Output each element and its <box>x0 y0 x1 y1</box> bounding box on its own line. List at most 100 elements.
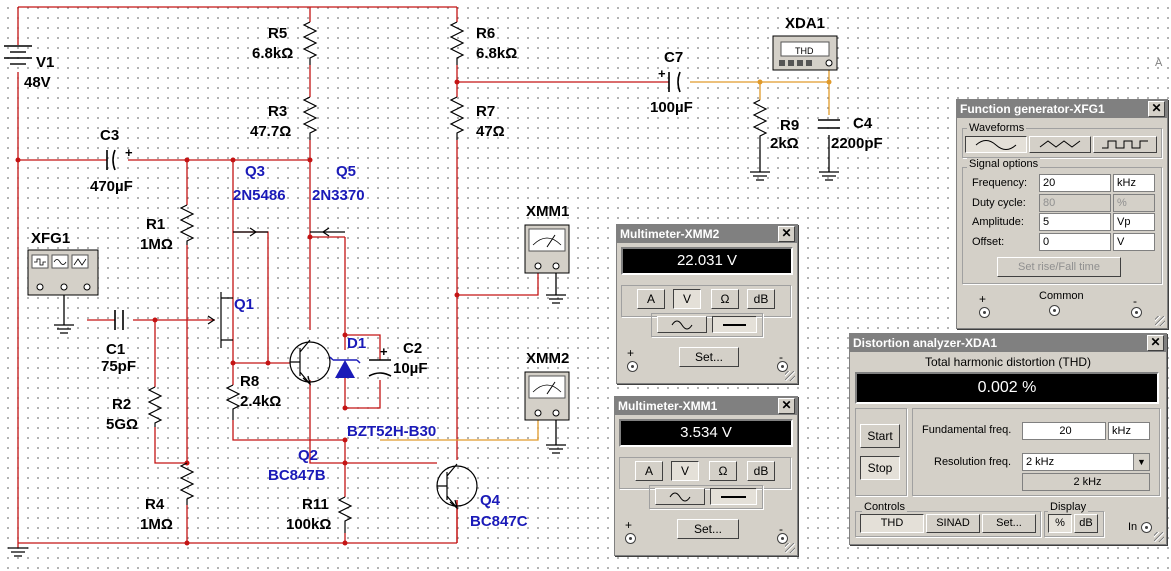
xfg1-name-label: XFG1 <box>31 230 70 247</box>
mode-ohm-button[interactable]: Ω <box>711 289 739 309</box>
r4-symbol <box>179 462 195 505</box>
distortion-analyzer-window[interactable]: Distortion analyzer-XDA1 ✕ Total harmoni… <box>849 333 1167 545</box>
mode-db-button[interactable]: dB <box>747 461 775 481</box>
r6-name-label: R6 <box>476 25 495 42</box>
multimeter-xmm1-window[interactable]: Multimeter-XMM1 ✕ 3.534 V A V Ω dB Set..… <box>614 396 798 556</box>
xfg1-instrument-icon <box>27 249 99 296</box>
close-icon[interactable]: ✕ <box>778 398 795 414</box>
offset-input[interactable]: 0 <box>1039 233 1111 251</box>
distortion-analyzer-titlebar[interactable]: Distortion analyzer-XDA1 ✕ <box>850 334 1166 352</box>
resize-grip[interactable] <box>1155 316 1165 326</box>
minus-terminal[interactable] <box>1131 307 1142 318</box>
fundamental-frequency-input[interactable]: 20 <box>1022 422 1106 440</box>
c1-symbol <box>114 310 124 330</box>
offset-unit-field[interactable]: V <box>1113 233 1155 251</box>
mode-db-button[interactable]: dB <box>747 289 775 309</box>
r9-name-label: R9 <box>780 117 799 134</box>
mode-v-button[interactable]: V <box>671 461 699 481</box>
signal-type-group <box>651 313 763 337</box>
q3-name-label: Q3 <box>245 163 265 180</box>
q3-model-label: 2N5486 <box>233 187 286 204</box>
mode-v-button[interactable]: V <box>673 289 701 309</box>
close-icon[interactable]: ✕ <box>1147 335 1164 351</box>
ac-mode-button[interactable] <box>655 488 705 505</box>
chevron-down-icon[interactable]: ▼ <box>1133 454 1149 470</box>
frequency-unit-field[interactable]: kHz <box>1113 174 1155 192</box>
dc-mode-button[interactable] <box>710 488 757 505</box>
settings-button[interactable]: Set... <box>677 519 739 539</box>
d1-name-label: D1 <box>347 335 366 352</box>
sine-wave-icon <box>975 140 1017 150</box>
amplitude-input[interactable]: 5 <box>1039 213 1111 231</box>
settings-button[interactable]: Set... <box>679 347 739 367</box>
multimeter-xmm2-window[interactable]: Multimeter-XMM2 ✕ 22.031 V A V Ω dB Set.… <box>616 224 798 384</box>
frequency-settings-group <box>912 408 1160 496</box>
settings-button[interactable]: Set... <box>982 514 1036 533</box>
sine-wave-button[interactable] <box>965 136 1027 153</box>
r6-symbol <box>449 21 465 65</box>
plus-terminal[interactable] <box>625 533 636 544</box>
c2-symbol <box>368 359 392 377</box>
resize-grip[interactable] <box>785 371 795 381</box>
resolution-frequency-readout: 2 kHz <box>1022 473 1150 491</box>
v1-battery-symbol <box>4 45 32 65</box>
signal-type-group <box>649 485 763 509</box>
window-title: Multimeter-XMM1 <box>618 399 718 413</box>
amplitude-unit-field[interactable]: Vp <box>1113 213 1155 231</box>
dc-mode-button[interactable] <box>712 316 757 333</box>
square-wave-button[interactable] <box>1093 136 1157 153</box>
r7-symbol <box>449 96 465 140</box>
duty-cycle-input: 80 <box>1039 194 1111 212</box>
q5-model-label: 2N3370 <box>312 187 365 204</box>
function-generator-titlebar[interactable]: Function generator-XFG1 ✕ <box>957 100 1167 118</box>
mode-a-button[interactable]: A <box>635 461 663 481</box>
multimeter-xmm1-titlebar[interactable]: Multimeter-XMM1 ✕ <box>615 397 797 415</box>
c2-name-label: C2 <box>403 340 422 357</box>
mode-ohm-button[interactable]: Ω <box>709 461 737 481</box>
svg-text:+: + <box>380 344 388 359</box>
common-terminal-label: Common <box>1039 290 1084 302</box>
db-display-button[interactable]: dB <box>1074 514 1098 533</box>
start-button[interactable]: Start <box>860 424 900 448</box>
function-generator-window[interactable]: Function generator-XFG1 ✕ Waveforms Sign… <box>956 99 1168 329</box>
d1-model-label: BZT52H-B30 <box>347 423 436 440</box>
c4-symbol <box>818 119 840 129</box>
resize-grip[interactable] <box>1154 532 1164 542</box>
frequency-input[interactable]: 20 <box>1039 174 1111 192</box>
close-icon[interactable]: ✕ <box>778 226 795 242</box>
r5-value-label: 6.8kΩ <box>252 45 293 62</box>
resize-grip[interactable] <box>785 543 795 553</box>
minus-terminal[interactable] <box>777 361 788 372</box>
ac-mode-button[interactable] <box>657 316 707 333</box>
r1-name-label: R1 <box>146 216 165 233</box>
thd-button[interactable]: THD <box>860 514 924 533</box>
resolution-frequency-select[interactable]: 2 kHz ▼ <box>1022 453 1150 471</box>
fundamental-frequency-unit-field[interactable]: kHz <box>1108 422 1150 440</box>
plus-terminal[interactable] <box>979 307 990 318</box>
sinad-button[interactable]: SINAD <box>926 514 980 533</box>
r2-value-label: 5GΩ <box>106 416 138 433</box>
triangle-wave-button[interactable] <box>1029 136 1091 153</box>
multimeter-xmm2-titlebar[interactable]: Multimeter-XMM2 ✕ <box>617 225 797 243</box>
r5-symbol <box>302 21 318 65</box>
plus-terminal[interactable] <box>627 361 638 372</box>
start-stop-group <box>855 408 907 496</box>
mode-a-button[interactable]: A <box>637 289 665 309</box>
c1-value-label: 75pF <box>101 358 136 375</box>
svg-text:+: + <box>658 66 666 81</box>
input-terminal[interactable] <box>1141 522 1152 533</box>
minus-terminal[interactable] <box>777 533 788 544</box>
q4-name-label: Q4 <box>480 492 501 509</box>
stop-button[interactable]: Stop <box>860 456 900 480</box>
percent-display-button[interactable]: % <box>1048 514 1072 533</box>
q2-model-label: BC847B <box>268 467 326 484</box>
c7-value-label: 100µF <box>650 99 693 116</box>
edge-letter-label: A <box>1155 57 1163 69</box>
r2-name-label: R2 <box>112 396 131 413</box>
q4-symbol <box>436 463 478 510</box>
common-terminal[interactable] <box>1049 305 1060 316</box>
input-terminal-label: In <box>1128 521 1138 533</box>
q2-name-label: Q2 <box>298 447 318 464</box>
close-icon[interactable]: ✕ <box>1148 101 1165 117</box>
